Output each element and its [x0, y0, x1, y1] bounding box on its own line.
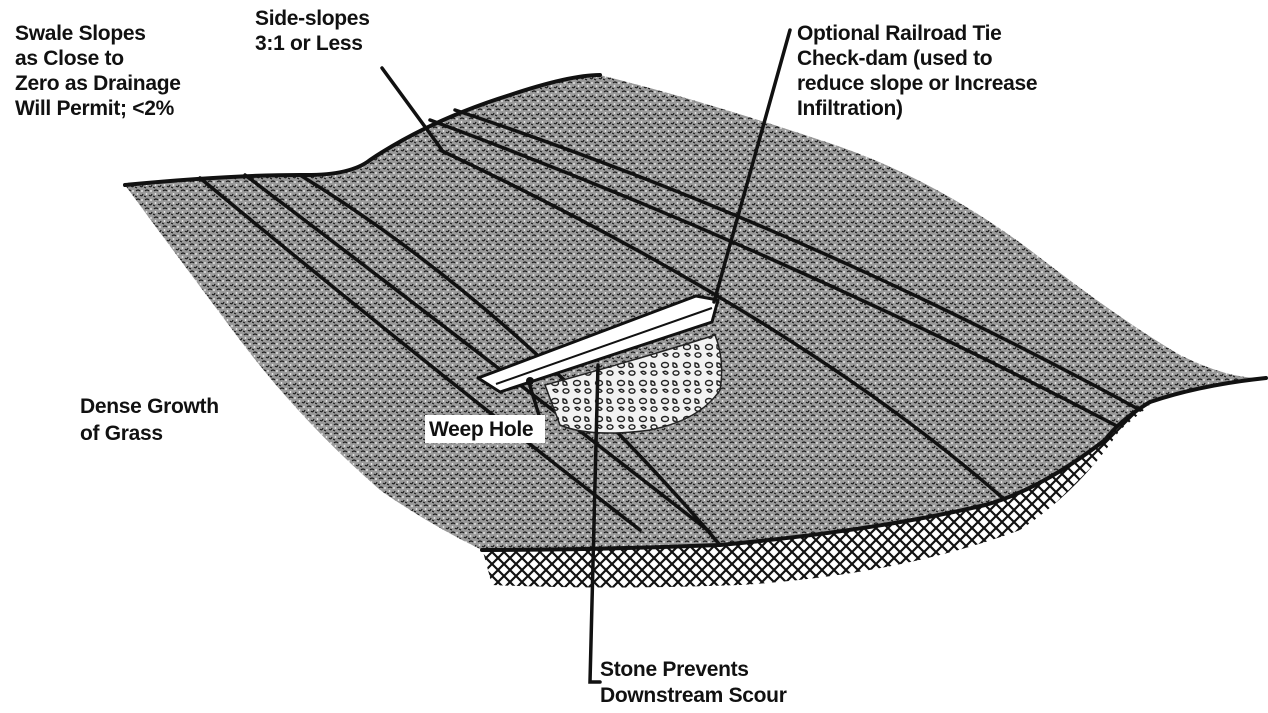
- label-stone-scour: Stone Prevents Downstream Scour: [600, 658, 787, 707]
- label-check-dam: Optional Railroad Tie Check-dam (used to…: [797, 22, 1043, 120]
- weep-hole-mark: [526, 377, 534, 385]
- label-swale-slopes: Swale Slopes as Close to Zero as Drainag…: [15, 22, 186, 120]
- label-side-slopes: Side-slopes 3:1 or Less: [255, 7, 375, 55]
- label-weep-hole: Weep Hole: [429, 418, 533, 441]
- label-dense-grass: Dense Growth of Grass: [80, 395, 224, 445]
